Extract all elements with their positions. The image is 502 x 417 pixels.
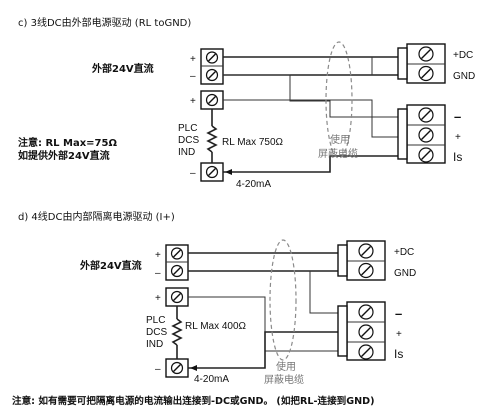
diagram-d-current-label: 4-20mA — [194, 374, 229, 385]
diagram-d-plc-label-2: DCS — [146, 327, 167, 338]
diagram-d-title: d) 4线DC由内部隔离电源驱动 (I+) — [18, 210, 175, 223]
diagram-d-wire-plus-to-minus — [188, 296, 347, 352]
diagram-d-terminal-minus: – — [395, 306, 402, 321]
diagram-c-tx-signal-terminal-block — [397, 104, 446, 164]
diagram-c-current-label: 4-20mA — [236, 179, 271, 190]
diagram-d-terminal-is: Is — [394, 347, 403, 361]
diagram-d-supply-plus-sign: + — [155, 250, 161, 261]
diagram-c-plc-plus-sign: + — [190, 96, 196, 107]
diagram-c-supply-plus-sign: + — [190, 54, 196, 65]
diagram-c-shield-label-1: 使用 — [330, 133, 350, 146]
diagram-d-plc-plus-sign: + — [155, 293, 161, 304]
diagram-c-plc-label-2: DCS — [178, 135, 199, 146]
diagram-d-shield-label-2: 屏蔽电缆 — [264, 373, 304, 386]
diagram-d-plc-label-3: IND — [146, 339, 163, 350]
diagram-d-shield-icon — [269, 239, 297, 361]
diagram-c-plc-label-1: PLC — [178, 123, 197, 134]
diagram-d-terminal-plus: + — [396, 329, 402, 340]
diagram-c-terminal-plus: + — [455, 132, 461, 143]
diagram-d-plc-terminal-plus — [165, 287, 189, 307]
diagram-d-supply-minus-sign: – — [155, 268, 161, 279]
diagram-c-terminal-gnd: GND — [453, 71, 475, 82]
diagram-d-plc-minus-sign: – — [155, 364, 161, 375]
diagram-c-wire-plus-to-plus — [223, 99, 407, 138]
diagram-d-plc-label-1: PLC — [146, 315, 165, 326]
diagram-d-rl-label: RL Max 400Ω — [185, 321, 247, 332]
diagram-c-tx-power-terminal-block — [397, 43, 446, 84]
diagram-c-plc-terminal-minus — [200, 162, 224, 182]
diagram-d-supply-terminal-block — [165, 244, 189, 281]
diagram-c-terminal-minus: – — [454, 109, 461, 124]
resistor-icon — [171, 318, 183, 346]
diagram-c-ext-supply-label: 外部24V直流 — [91, 62, 154, 75]
diagram-c-terminal-plus-dc: +DC — [453, 50, 473, 61]
diagram-c-supply-terminal-block — [200, 48, 224, 85]
diagram-c-plc-terminal-plus — [200, 90, 224, 110]
footer-note: 注意: 如有需要可把隔离电源的电流输出连接到-DC或GND。 (如把RL-连接到… — [12, 395, 375, 407]
diagram-c-shield-icon — [325, 41, 353, 159]
arrow-left-icon — [225, 169, 232, 175]
diagram-d-wire-gnd-to-minus — [309, 271, 347, 314]
resistor-icon — [206, 125, 218, 153]
diagram-d-ext-supply-label: 外部24V直流 — [79, 259, 142, 272]
diagram-d-terminal-gnd: GND — [394, 268, 416, 279]
diagram-c-supply-minus-sign: – — [190, 71, 196, 82]
diagram-d-plc-terminal-minus — [165, 358, 189, 378]
diagram-c-note-line-2: 如提供外部24V直流 — [18, 149, 110, 162]
diagram-d-shield-label-1: 使用 — [276, 360, 296, 373]
diagram-d-tx-power-terminal-block — [337, 240, 386, 281]
diagram-c-plc-label-3: IND — [178, 147, 195, 158]
diagram-c-terminal-is: Is — [453, 150, 462, 164]
diagram-c-rl-label: RL Max 750Ω — [222, 137, 284, 148]
diagram-c-shield-label-2: 屏蔽电缆 — [318, 147, 358, 160]
arrow-left-icon — [190, 365, 197, 371]
diagram-c-wire-is — [223, 155, 407, 173]
diagram-d-wire-minus-to-plus — [188, 331, 347, 369]
diagram-d-tx-signal-terminal-block — [337, 301, 386, 361]
diagram-c-title: c) 3线DC由外部电源驱动 (RL toGND) — [18, 16, 191, 29]
diagram-d-terminal-plus-dc: +DC — [394, 247, 414, 258]
diagram-c-wire-gnd-to-minus — [223, 74, 407, 118]
diagram-c-note-line-1: 注意: RL Max=75Ω — [18, 136, 117, 149]
diagram-c-plc-minus-sign: – — [190, 168, 196, 179]
